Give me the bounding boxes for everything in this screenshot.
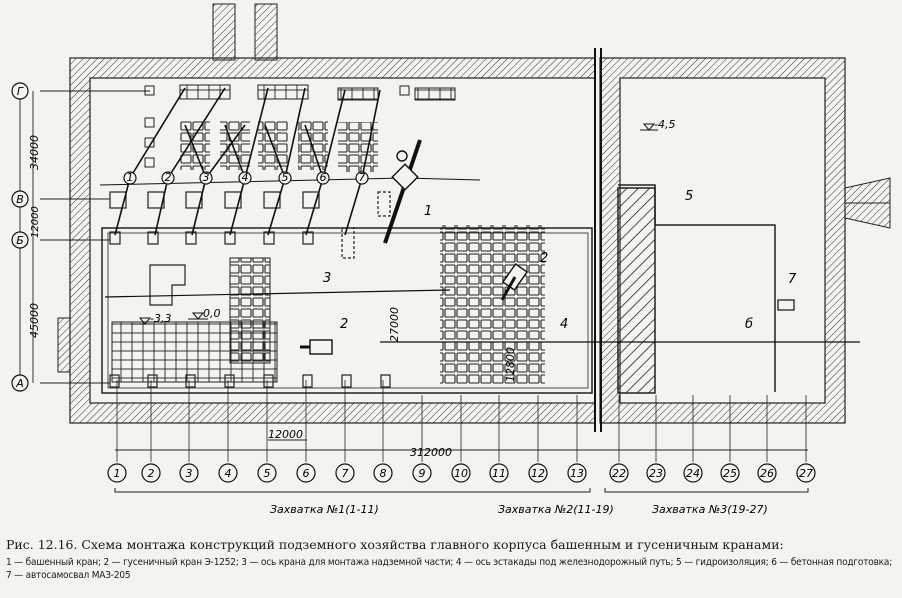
dimension-27000: 27000 <box>388 307 401 342</box>
callout-3: 3 <box>323 271 331 286</box>
number-axis-bubble <box>757 463 777 483</box>
number-axis-label: 13 <box>570 467 584 480</box>
number-axis-bubble <box>412 463 432 483</box>
number-axis-bubble <box>609 463 629 483</box>
precast-blocks-plate <box>229 257 271 364</box>
level-markers <box>132 123 658 325</box>
figure-caption: Рис. 12.16. Схема монтажа конструкций по… <box>6 537 784 552</box>
number-axis-bubble <box>296 463 316 483</box>
top-channels <box>212 3 278 61</box>
column-footings-row-A <box>109 374 391 388</box>
crane-position-label: 7 <box>359 171 366 184</box>
expansion-joint <box>594 48 602 432</box>
level-minus-3-3: -3,3 <box>150 312 171 325</box>
number-axis-bubble <box>107 463 127 483</box>
stepped-pad <box>149 264 186 306</box>
waterproofing-area <box>617 187 656 394</box>
number-axis-bubble <box>451 463 471 483</box>
foundation-plan-drawing: 1 2 3 4 5 6 7 Г В <box>11 3 891 516</box>
number-axis-bubble <box>528 463 548 483</box>
crane-position-label: 1 <box>127 171 134 184</box>
crane-position-markers <box>123 171 369 185</box>
number-axis-label: 24 <box>686 467 700 480</box>
callout-4: 4 <box>560 317 568 332</box>
number-axis-bubble <box>796 463 816 483</box>
number-axis-label: 25 <box>723 467 737 480</box>
dimension-12000-bottom: 12000 <box>268 428 303 441</box>
number-axis-label: 5 <box>264 467 271 480</box>
number-axis-label: 1 <box>114 467 121 480</box>
dimension-34000: 34000 <box>28 135 41 170</box>
number-axis-label: 8 <box>380 467 387 480</box>
stage-2-label: Захватка №2(11-19) <box>498 503 614 516</box>
number-axis-bubble <box>489 463 509 483</box>
precast-blocks-center <box>440 225 545 385</box>
small-footings-top <box>144 85 410 168</box>
dimension-45000: 45000 <box>28 303 41 338</box>
number-axis-label: 9 <box>419 467 426 480</box>
crane-axis-line-3 <box>104 289 451 298</box>
number-axis-bubble <box>257 463 277 483</box>
crawler-crane-lower <box>300 339 333 355</box>
crane-position-label: 6 <box>320 171 327 184</box>
crane-position-label: 3 <box>203 171 210 184</box>
number-axis-label: 10 <box>454 467 468 480</box>
top-beam-stacks <box>179 84 456 101</box>
number-axis-bubble <box>141 463 161 483</box>
callout-2-upper: 2 <box>540 251 548 266</box>
column-footings-row-V <box>109 191 391 217</box>
left-tunnel <box>57 317 71 373</box>
dimension-12000-left: 12000 <box>30 206 41 238</box>
callout-6: б <box>745 317 753 332</box>
number-axis-label: 23 <box>649 467 663 480</box>
number-axis-bubble <box>335 463 355 483</box>
number-axis-bubble <box>373 463 393 483</box>
number-axis-label: 3 <box>186 467 193 480</box>
level-minus-4-5: -4,5 <box>654 118 675 131</box>
crane-position-label: 4 <box>242 171 249 184</box>
crane-position-label: 5 <box>282 171 289 184</box>
number-axis-label: 4 <box>225 467 232 480</box>
tower-crane <box>383 139 422 244</box>
number-axis-label: 7 <box>342 467 349 480</box>
callout-5: 5 <box>685 189 693 204</box>
callout-7: 7 <box>788 272 797 287</box>
axis-letter-A: А <box>15 377 24 390</box>
crane-position-label: 2 <box>165 171 172 184</box>
number-axis-bubble <box>683 463 703 483</box>
callout-2-lower: 2 <box>340 317 348 332</box>
number-axis-label: 22 <box>612 467 626 480</box>
level-zero: 0,0 <box>203 307 221 320</box>
letter-axis-bubbles <box>11 82 29 392</box>
number-axis-label: 2 <box>148 467 155 480</box>
number-axis-label: 11 <box>492 467 506 480</box>
right-tunnel <box>844 177 891 229</box>
stage-1-label: Захватка №1(1-11) <box>270 503 379 516</box>
number-axis-bubble <box>646 463 666 483</box>
stage-braces <box>114 488 809 493</box>
number-axis-bubble <box>179 463 199 483</box>
axis-letter-B: Б <box>16 234 24 247</box>
number-axis-label: 6 <box>303 467 310 480</box>
dump-truck <box>777 299 795 311</box>
number-axis-label: 12 <box>531 467 545 480</box>
number-axis-bubble <box>218 463 238 483</box>
number-axis-label: 26 <box>760 467 774 480</box>
axis-letter-V: В <box>16 193 24 206</box>
number-axis-bubble <box>567 463 587 483</box>
dimension-12800: 12800 <box>504 347 517 382</box>
crawler-crane-upper <box>500 262 529 301</box>
stage-3-label: Захватка №3(19-27) <box>652 503 768 516</box>
dimension-312000: 312000 <box>410 446 452 459</box>
figure-legend: 1 — башенный кран; 2 — гусеничный кран Э… <box>6 557 893 581</box>
axis-letter-G: Г <box>17 85 24 98</box>
callout-1: 1 <box>424 204 432 219</box>
number-axis-bubble <box>720 463 740 483</box>
crane-swing-lines <box>99 87 481 236</box>
number-axis-label: 27 <box>799 467 813 480</box>
